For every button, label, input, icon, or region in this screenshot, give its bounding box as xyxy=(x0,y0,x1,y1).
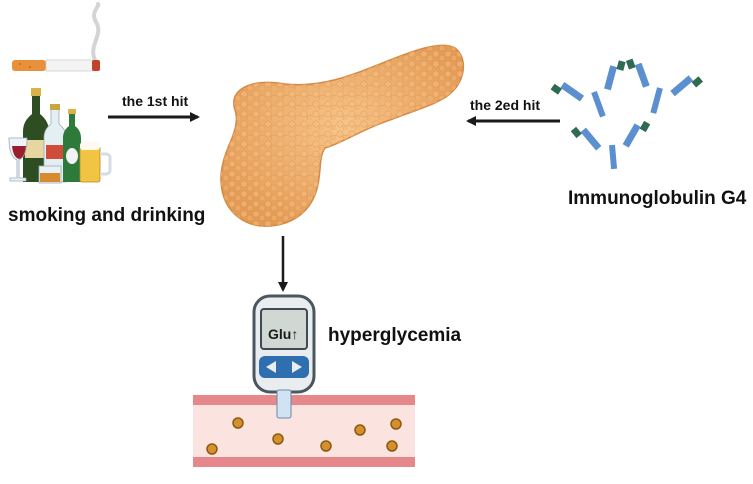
hyperglycemia-label: hyperglycemia xyxy=(328,325,462,346)
blood-cells xyxy=(206,417,402,455)
alcohol-bottles-icon xyxy=(8,88,112,184)
second-hit-label: the 2ed hit xyxy=(470,97,541,113)
smoking-drinking-label: smoking and drinking xyxy=(8,205,206,226)
blood-vessel-icon xyxy=(193,395,415,467)
pancreas-icon xyxy=(220,44,464,227)
glucometer-icon xyxy=(252,294,316,419)
igg4-label: Immunoglobulin G4 xyxy=(568,188,747,209)
first-hit-label: the 1st hit xyxy=(122,93,189,109)
cigarette-icon xyxy=(12,2,101,72)
glucometer-display-text: Glu↑ xyxy=(268,326,299,342)
antibody-icon xyxy=(550,58,704,170)
